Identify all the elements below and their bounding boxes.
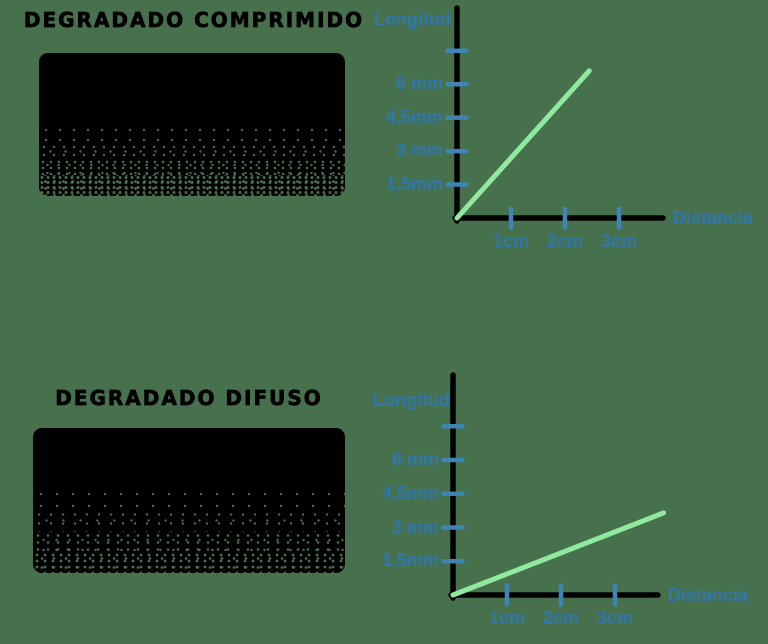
- chart-plot: [441, 372, 667, 607]
- y-tick-label: 6 mm: [391, 449, 439, 469]
- stipple-band: [39, 125, 345, 143]
- x-tick-label: 1cm: [488, 608, 526, 628]
- stipple-band: [33, 552, 345, 573]
- x-axis-title: Distancia: [668, 585, 749, 605]
- y-axis-title: Longitud: [373, 390, 450, 410]
- y-tick-label: 4,5mm: [385, 106, 443, 127]
- x-tick-label: 2cm: [546, 231, 584, 251]
- chart-plot: [445, 5, 666, 230]
- stipple-band: [39, 159, 345, 175]
- y-tick-label: 4,5mm: [381, 482, 439, 503]
- y-axis-title: Longitud: [374, 9, 451, 29]
- chart-comprimido: Longitud Distancia 1,5mm 3 mm 4,5mm 6 mm 1cm…: [370, 0, 768, 280]
- y-tick-label: 3 mm: [391, 516, 439, 537]
- y-tick-label: 3 mm: [395, 140, 443, 161]
- section-title-comprimido: DEGRADADO COMPRIMIDO: [23, 8, 365, 33]
- gradient-sample-comprimido: [39, 53, 345, 196]
- stipple-band: [33, 488, 345, 510]
- y-tick-label: 6 mm: [395, 73, 443, 94]
- x-tick-label: 3cm: [596, 608, 634, 628]
- x-tick-label: 2cm: [542, 608, 580, 628]
- y-tick-label: 1,5mm: [385, 173, 443, 194]
- section-title-difuso: DEGRADADO DIFUSO: [55, 386, 323, 411]
- x-axis-title: Distancia: [673, 208, 754, 228]
- stipple-band: [33, 510, 345, 532]
- stipple-band: [39, 143, 345, 159]
- data-line: [450, 510, 667, 598]
- y-tick-label: 1,5mm: [381, 550, 439, 571]
- stipple-band: [39, 175, 345, 196]
- x-tick-label: 1cm: [492, 231, 530, 251]
- chart-difuso: Longitud Distancia 1,5mm 3 mm 4,5mm 6 mm 1cm…: [370, 370, 768, 644]
- gradient-sample-difuso: [33, 428, 345, 573]
- x-tick-label: 3cm: [600, 231, 638, 251]
- data-line: [454, 68, 592, 221]
- stipple-band: [33, 532, 345, 552]
